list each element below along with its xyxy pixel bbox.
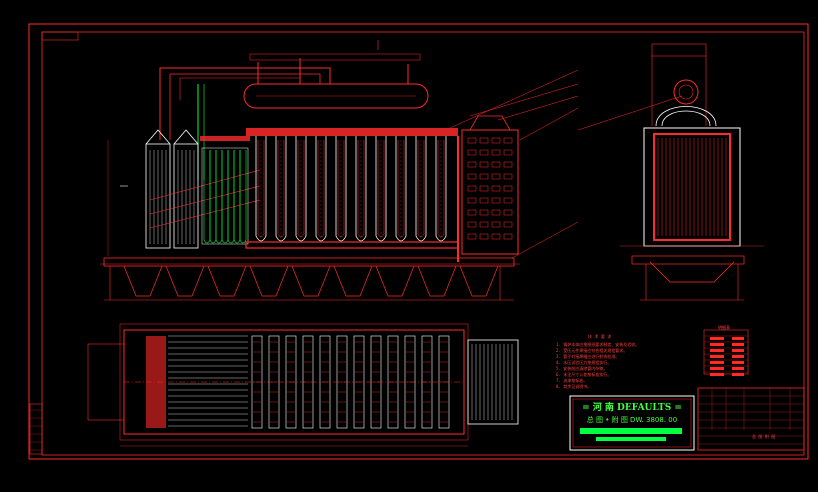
u-tube bbox=[255, 136, 267, 242]
front-elevation-view bbox=[100, 40, 683, 301]
legend-table: 明细表 bbox=[703, 324, 749, 376]
side-hopper bbox=[649, 261, 735, 283]
plan-preheater bbox=[467, 339, 519, 425]
convection-tube-panels bbox=[255, 136, 447, 242]
hopper bbox=[207, 265, 247, 297]
note-line: 2. 受压元件焊接应符合相关规程要求。 bbox=[556, 347, 627, 353]
stamp-subtitle: 总 图 • 附 图 DW. 3808. 00 bbox=[587, 415, 677, 424]
u-tube bbox=[355, 136, 367, 242]
u-tube bbox=[435, 136, 447, 242]
air-preheater bbox=[461, 129, 519, 255]
ash-hoppers bbox=[123, 265, 499, 297]
revision-strip bbox=[29, 403, 43, 455]
u-tube bbox=[295, 136, 307, 242]
note-line: 1. 锅炉本体应按图纸要求制造、安装及验收。 bbox=[556, 341, 639, 347]
hopper bbox=[417, 265, 457, 297]
legend-heading: 明细表 bbox=[718, 324, 730, 330]
side-furnace-casing bbox=[643, 127, 741, 247]
note-line: 4. 水压试验压力按规程执行。 bbox=[556, 359, 611, 365]
hopper bbox=[291, 265, 331, 297]
stamp-box: = 河 南 DEFAULTS = 总 图 • 附 图 DW. 3808. 00 bbox=[569, 395, 695, 451]
outer-frame bbox=[28, 23, 809, 460]
top-header bbox=[246, 128, 458, 136]
inner-frame bbox=[41, 31, 805, 456]
note-line: 6. 未注尺寸公差按标准执行。 bbox=[556, 371, 611, 377]
side-tube-wall bbox=[653, 133, 731, 241]
stamp-title: = 河 南 DEFAULTS = bbox=[582, 401, 682, 413]
technical-notes: 技 术 要 求 1. 锅炉本体应按图纸要求制造、安装及验收。2. 受压元件焊接应… bbox=[556, 333, 639, 389]
top-pipe-1 bbox=[159, 67, 331, 140]
economizer-tube-bank bbox=[201, 147, 249, 245]
u-tube bbox=[335, 136, 347, 242]
side-drum bbox=[673, 79, 699, 105]
u-tube bbox=[395, 136, 407, 242]
stamp-bar-1 bbox=[580, 428, 682, 434]
u-tube bbox=[375, 136, 387, 242]
u-tube bbox=[275, 136, 287, 242]
hopper bbox=[123, 265, 163, 297]
note-line: 8. 其余见说明书。 bbox=[556, 383, 591, 389]
hopper bbox=[375, 265, 415, 297]
title-block-drawing-name: 总 图 附 图 bbox=[752, 433, 775, 439]
hopper bbox=[459, 265, 499, 297]
base-beam bbox=[103, 257, 515, 267]
title-block: 总 图 附 图 bbox=[697, 387, 805, 451]
left-column-2 bbox=[173, 143, 199, 249]
hopper bbox=[333, 265, 373, 297]
note-line: 7. 油漆按标准。 bbox=[556, 377, 587, 383]
left-column-1 bbox=[145, 143, 171, 249]
u-tube bbox=[415, 136, 427, 242]
notes-heading: 技 术 要 求 bbox=[588, 333, 611, 339]
plan-view bbox=[87, 323, 519, 447]
note-line: 3. 管子对接焊缝应进行射线检测。 bbox=[556, 353, 619, 359]
stamp-bar-2 bbox=[596, 437, 666, 441]
bottom-header bbox=[245, 241, 459, 249]
steam-drum bbox=[243, 83, 429, 109]
side-elevation-view bbox=[620, 43, 764, 301]
note-line: 5. 安装前应清除管内杂物。 bbox=[556, 365, 607, 371]
hopper bbox=[165, 265, 205, 297]
u-tube bbox=[315, 136, 327, 242]
hopper bbox=[249, 265, 289, 297]
corner-tag bbox=[41, 31, 79, 41]
